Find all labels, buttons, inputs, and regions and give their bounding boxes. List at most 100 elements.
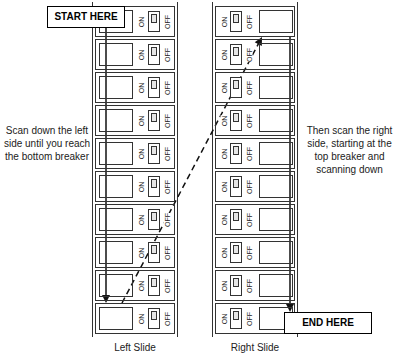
circuit-breaker: ON OFF bbox=[215, 6, 295, 37]
circuit-breaker: ONOFF bbox=[95, 303, 175, 334]
circuit-breaker: ONOFF bbox=[95, 171, 175, 202]
switch-text: OFF bbox=[246, 15, 253, 29]
switch-text: OFF bbox=[246, 147, 253, 161]
circuit-breaker: ON OFF bbox=[95, 72, 175, 103]
switch-text: ON bbox=[221, 313, 228, 324]
toggle-lever bbox=[151, 80, 157, 89]
callout-box: START HERE bbox=[47, 6, 125, 28]
switch-text: ON bbox=[138, 214, 145, 225]
circuit-breaker: ONOFF bbox=[215, 138, 295, 169]
switch-text: ON bbox=[221, 115, 228, 126]
circuit-breaker: ON OFF bbox=[215, 270, 295, 301]
callout-text: START HERE bbox=[54, 11, 117, 23]
circuit-breaker: ONOFF bbox=[215, 105, 295, 136]
switch-text: OFF bbox=[246, 246, 253, 260]
label-slot bbox=[99, 208, 133, 231]
toggle-lever bbox=[233, 146, 239, 155]
circuit-breaker: ON OFF bbox=[215, 303, 295, 334]
circuit-breaker: ONOFF bbox=[215, 72, 295, 103]
switch-text: ON bbox=[138, 313, 145, 324]
toggle-lever bbox=[151, 311, 157, 320]
circuit-breaker: ONOFF bbox=[95, 204, 175, 235]
switch-text: OFF bbox=[246, 279, 253, 293]
switch-text: OFF bbox=[164, 48, 171, 62]
label-slot bbox=[259, 10, 293, 33]
toggle-lever bbox=[233, 113, 239, 122]
switch-text: ON bbox=[138, 49, 145, 60]
switch-text: OFF bbox=[164, 81, 171, 95]
toggle-switch bbox=[148, 308, 160, 329]
switch-text: OFF bbox=[164, 114, 171, 128]
switch-text: ON bbox=[138, 148, 145, 159]
toggle-switch bbox=[148, 176, 160, 197]
switch-text: OFF bbox=[164, 279, 171, 293]
toggle-lever bbox=[151, 47, 157, 56]
toggle-lever bbox=[233, 179, 239, 188]
toggle-switch bbox=[230, 242, 242, 263]
toggle-lever bbox=[151, 245, 157, 254]
rail-line bbox=[92, 2, 93, 337]
switch-text: OFF bbox=[164, 180, 171, 194]
switch-text: OFF bbox=[246, 180, 253, 194]
annotation-text: Right Slide bbox=[215, 341, 295, 354]
label-slot bbox=[99, 109, 133, 132]
switch-text: OFF bbox=[164, 15, 171, 29]
toggle-lever bbox=[151, 146, 157, 155]
label-slot bbox=[259, 76, 293, 99]
toggle-lever bbox=[151, 179, 157, 188]
callout-box: END HERE bbox=[284, 312, 372, 334]
circuit-breaker: ON OFF bbox=[95, 270, 175, 301]
switch-text: ON bbox=[138, 280, 145, 291]
switch-text: ON bbox=[221, 247, 228, 258]
rail-line bbox=[297, 2, 298, 337]
toggle-switch bbox=[148, 11, 160, 32]
annotation-text: Scan down the left side until you reach … bbox=[3, 124, 91, 163]
switch-text: OFF bbox=[246, 312, 253, 326]
callout-text: END HERE bbox=[302, 317, 354, 329]
switch-text: ON bbox=[221, 82, 228, 93]
toggle-lever bbox=[233, 245, 239, 254]
label-slot bbox=[259, 175, 293, 198]
circuit-breaker: ON OFF bbox=[215, 171, 295, 202]
toggle-switch bbox=[230, 110, 242, 131]
circuit-breaker: ONOFF bbox=[215, 204, 295, 235]
circuit-breaker: ONOFF bbox=[95, 237, 175, 268]
switch-text: ON bbox=[221, 181, 228, 192]
label-slot bbox=[99, 274, 133, 297]
toggle-switch bbox=[230, 176, 242, 197]
switch-text: OFF bbox=[246, 48, 253, 62]
toggle-switch bbox=[148, 209, 160, 230]
scan-arrow bbox=[122, 37, 262, 303]
label-slot bbox=[99, 307, 133, 330]
switch-text: ON bbox=[221, 280, 228, 291]
label-slot bbox=[99, 142, 133, 165]
toggle-lever bbox=[233, 14, 239, 23]
circuit-breaker: ON OFF bbox=[95, 39, 175, 70]
toggle-switch bbox=[230, 275, 242, 296]
label-slot bbox=[259, 241, 293, 264]
toggle-switch bbox=[230, 11, 242, 32]
switch-text: ON bbox=[138, 82, 145, 93]
toggle-switch bbox=[230, 143, 242, 164]
toggle-switch bbox=[230, 308, 242, 329]
rail-line bbox=[212, 2, 213, 337]
toggle-switch bbox=[230, 44, 242, 65]
toggle-lever bbox=[151, 14, 157, 23]
switch-text: ON bbox=[138, 115, 145, 126]
toggle-switch bbox=[148, 77, 160, 98]
toggle-switch bbox=[148, 44, 160, 65]
toggle-switch bbox=[148, 242, 160, 263]
switch-text: ON bbox=[138, 16, 145, 27]
circuit-breaker: ON OFF bbox=[215, 237, 295, 268]
toggle-switch bbox=[230, 209, 242, 230]
toggle-lever bbox=[151, 278, 157, 287]
label-slot bbox=[259, 142, 293, 165]
switch-text: ON bbox=[221, 16, 228, 27]
label-slot bbox=[259, 208, 293, 231]
toggle-lever bbox=[233, 212, 239, 221]
label-slot bbox=[99, 241, 133, 264]
toggle-lever bbox=[233, 80, 239, 89]
